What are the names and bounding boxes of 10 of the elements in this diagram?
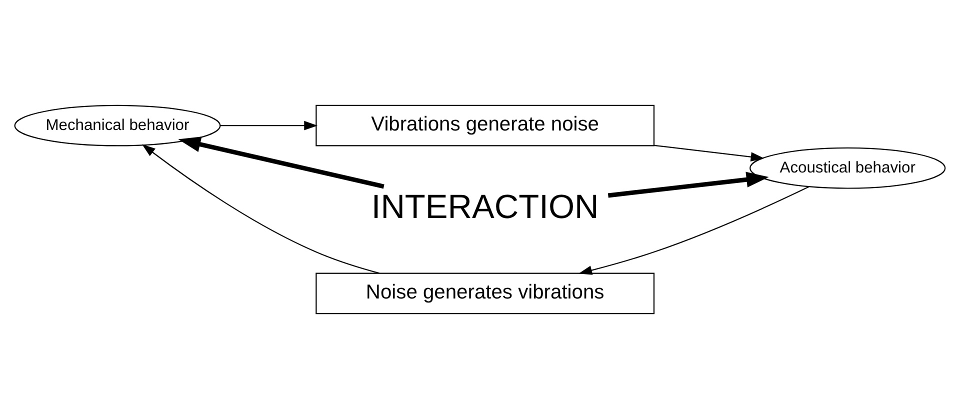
node-box: Noise generates vibrations [315, 272, 654, 314]
arrow [220, 120, 318, 130]
node-ellipse: Mechanical behavior [14, 104, 220, 146]
arrow [141, 144, 379, 274]
node-box: Vibrations generate noise [315, 104, 654, 146]
arrow [654, 144, 764, 162]
arrow [578, 186, 809, 275]
node-text: INTERACTION [370, 188, 598, 226]
arrow [178, 136, 384, 189]
arrow [607, 172, 768, 198]
